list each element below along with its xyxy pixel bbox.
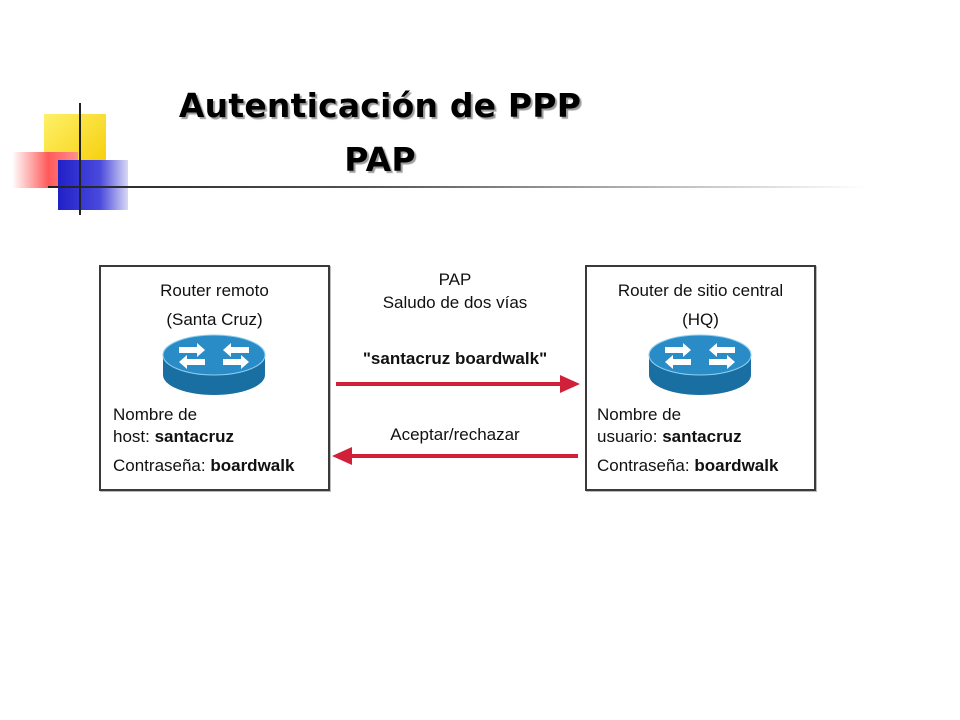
protocol-label: PAP	[438, 270, 472, 289]
central-password-line: Contraseña: boardwalk	[597, 456, 779, 475]
remote-password-value: boardwalk	[210, 456, 295, 475]
remote-router-name: Router remoto	[160, 281, 269, 300]
remote-hostname-label: Nombre de	[113, 405, 198, 424]
router-icon	[648, 334, 752, 395]
logo-blue-square	[58, 160, 128, 210]
logo-vertical-line	[79, 103, 81, 215]
arrow-left	[332, 447, 578, 465]
slide-title: Autenticación de PPP	[178, 86, 582, 125]
slide-subtitle: PAP	[344, 140, 416, 179]
message-arrows	[332, 375, 580, 465]
central-username-value: santacruz	[662, 427, 742, 446]
central-router-name: Router de sitio central	[617, 281, 784, 300]
response-message: Aceptar/rechazar	[390, 425, 520, 444]
remote-router-box: Router remoto (Santa Cruz) Nombre de hos…	[99, 265, 330, 491]
remote-router-location: (Santa Cruz)	[166, 310, 263, 329]
central-password-value: boardwalk	[694, 456, 779, 475]
central-router-location: (HQ)	[682, 310, 719, 329]
handshake-label: Saludo de dos vías	[382, 293, 528, 312]
credentials-message: "santacruz boardwalk"	[362, 349, 548, 368]
arrow-right	[336, 375, 580, 393]
remote-hostname-line: host: santacruz	[113, 427, 234, 446]
remote-hostname-value: santacruz	[154, 427, 234, 446]
central-router-box: Router de sitio central (HQ) Nombre de u…	[585, 265, 816, 491]
router-icon	[162, 334, 266, 395]
remote-password-line: Contraseña: boardwalk	[113, 456, 295, 475]
central-username-line: usuario: santacruz	[597, 427, 742, 446]
title-underline	[48, 186, 868, 188]
central-username-label: Nombre de	[597, 405, 682, 424]
